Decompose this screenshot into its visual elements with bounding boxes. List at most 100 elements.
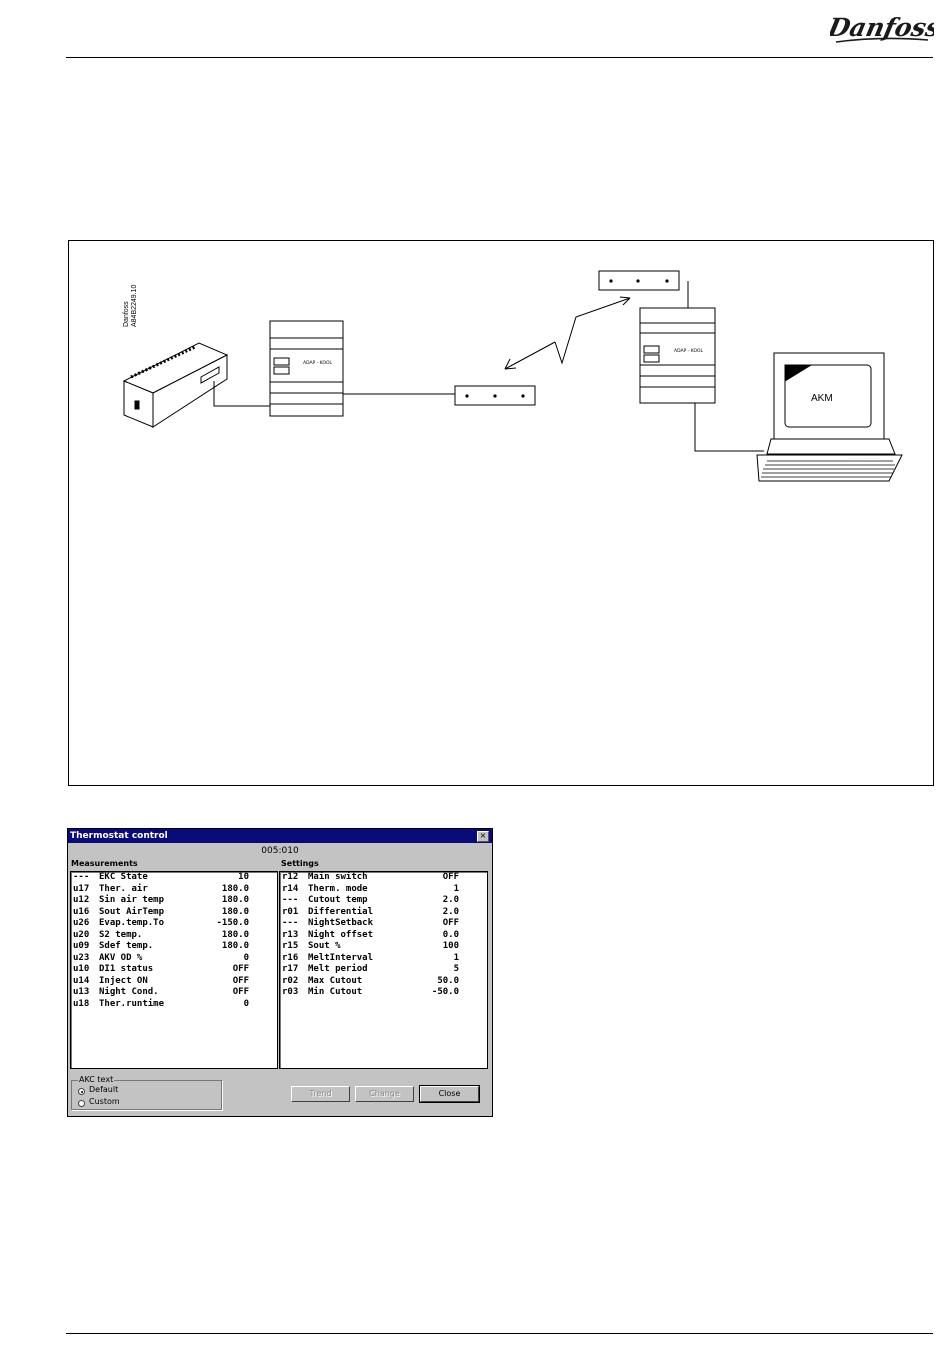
row-value: 10 [238,872,249,882]
row-value: 2.0 [442,906,459,917]
default-radio[interactable] [78,1088,85,1095]
row-name: Main switch [308,872,368,882]
header-rule [66,57,933,58]
list-row[interactable]: r16 MeltInterval 1 [280,953,487,965]
row-value: 1 [453,952,459,963]
row-code: r15 [282,941,299,951]
thermostat-dialog: Thermostat control × 005:010 Measurement… [67,828,493,1117]
row-name: Max Cutout [308,975,363,986]
row-code: r03 [282,987,299,997]
list-row[interactable]: r15 Sout % 100 [280,941,487,953]
row-value: 5 [453,964,459,974]
list-row[interactable]: u17 Ther. air 180.0 [71,884,277,896]
row-name: Ther. air [99,883,148,894]
row-value: -50.0 [431,987,459,997]
list-row[interactable]: u18 Ther.runtime 0 [71,999,277,1011]
row-code: u26 [73,918,90,928]
row-code: u18 [73,998,90,1009]
row-code: r12 [282,872,299,882]
row-name: AKV OD % [99,952,143,963]
pc-screen-label: AKM [811,393,833,404]
row-code: r02 [282,975,299,986]
row-code: r17 [282,964,299,974]
row-value: 180.0 [221,895,249,905]
list-row[interactable]: r01 Differential 2.0 [280,907,487,919]
custom-radio[interactable] [78,1100,85,1107]
controller-address: 005:010 [261,846,299,856]
danfoss-logo: Danfoss [824,6,943,48]
akc-text-group: AKC text Default Custom [71,1075,222,1110]
row-name: Sout AirTemp [99,906,165,917]
row-code: u16 [73,906,90,917]
row-name: EKC State [99,872,148,882]
row-code: u20 [73,929,90,940]
row-name: DI1 status [99,964,154,974]
list-row[interactable]: r03 Min Cutout -50.0 [280,987,487,999]
default-radio-label: Default [89,1085,119,1094]
row-code: --- [282,895,299,905]
list-row[interactable]: u10 DI1 status OFF [71,964,277,976]
close-button[interactable]: Close [419,1085,480,1103]
row-code: r14 [282,883,299,894]
row-value: OFF [232,987,249,997]
row-name: Ther.runtime [99,998,165,1009]
dialog-titlebar[interactable]: Thermostat control × [68,829,492,843]
custom-radio-label: Custom [89,1097,120,1106]
row-code: --- [282,918,299,928]
row-code: u10 [73,964,90,974]
row-name: Cutout temp [308,895,368,905]
pc-terminal [756,352,903,482]
row-value: 180.0 [221,929,249,940]
row-name: Therm. mode [308,883,368,894]
row-code: u14 [73,975,90,986]
row-value: OFF [232,964,249,974]
gateway-right [639,307,716,404]
row-code: r01 [282,906,299,917]
row-code: u17 [73,883,90,894]
dialog-title: Thermostat control [70,831,168,841]
row-name: MeltInterval [308,952,374,963]
keyboard-keys [761,460,895,478]
row-value: 0 [243,952,249,963]
row-name: Differential [308,906,374,917]
row-code: u09 [73,941,90,951]
row-name: Sout % [308,941,341,951]
footer-rule [66,1333,933,1334]
list-row[interactable]: --- EKC State 10 [71,872,277,884]
row-name: Min Cutout [308,987,363,997]
row-name: Night offset [308,929,374,940]
row-value: 100 [442,941,459,951]
trend-button[interactable]: Trend [291,1086,350,1102]
row-code: r16 [282,952,299,963]
list-row[interactable]: u20 S2 temp. 180.0 [71,930,277,942]
list-row[interactable]: r02 Max Cutout 50.0 [280,976,487,988]
measurements-label: Measurements [71,859,138,868]
row-code: --- [73,872,90,882]
settings-label: Settings [281,859,319,868]
row-name: S2 temp. [99,929,143,940]
radio-link [504,296,631,370]
change-button[interactable]: Change [355,1086,414,1102]
close-icon[interactable]: × [477,831,489,842]
row-value: 180.0 [221,883,249,894]
row-value: 50.0 [437,975,459,986]
logo-wordmark: Danfoss [830,12,934,42]
doc-id-line1: Danfoss [123,301,130,327]
row-value: 0.0 [442,929,459,940]
row-value: 0 [243,998,249,1009]
